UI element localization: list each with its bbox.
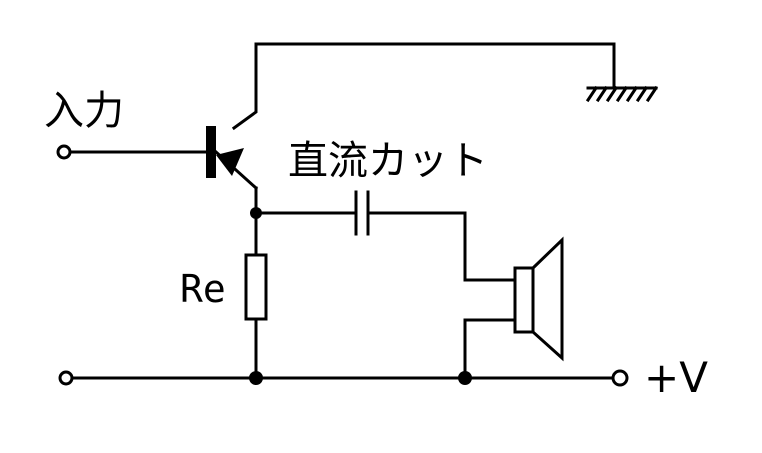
capacitor-symbol [354,190,370,236]
ground-symbol [585,85,659,103]
speaker-symbol [513,236,564,362]
rail-node-left [249,371,263,385]
input-terminal [56,144,72,160]
collector-wire [231,42,616,131]
input-label: 入力 [44,88,124,134]
resistor-symbol [244,253,268,321]
supply-label: +V [644,353,708,402]
speaker-return-wire [463,318,517,380]
cap-to-speaker-wire [367,211,517,282]
bottom-left-terminal [58,370,74,386]
supply-terminal [611,369,629,387]
transistor-symbol [206,126,259,191]
dc-cut-label: 直流カット [288,138,488,184]
resistor-label: Re [180,267,226,311]
rail-node-right [458,371,472,385]
